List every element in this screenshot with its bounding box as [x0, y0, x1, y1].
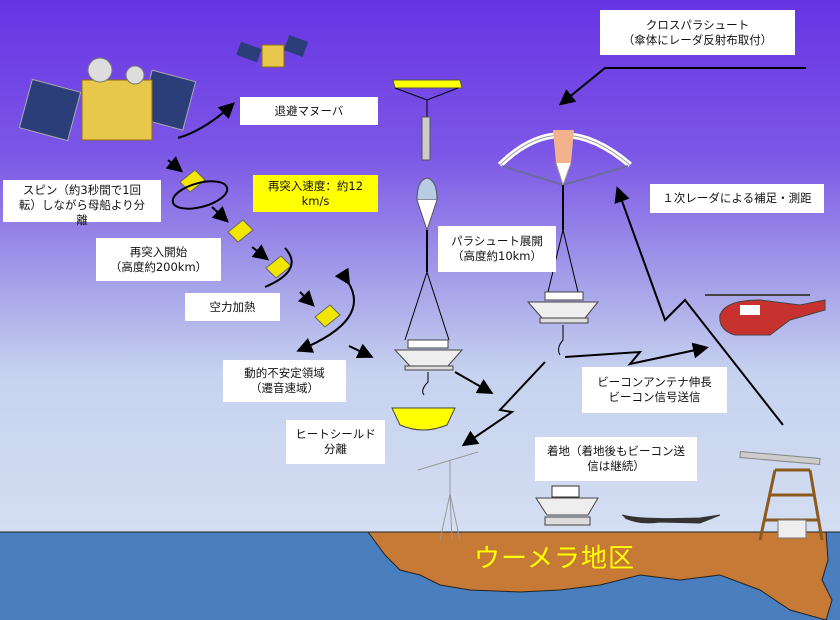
- mothership-small-icon: [236, 35, 309, 68]
- region-name: ウーメラ地区: [474, 544, 635, 574]
- label-cross-parachute: クロスパラシュート（傘体にレーダ反射布取付）: [600, 10, 795, 55]
- label-spin-separation: スピン（約3秒間で1回転）しながら母船より分離: [3, 180, 161, 227]
- cross-parachute-icon: [497, 130, 632, 356]
- label-dynamic-instability: 動的不安定領域（遷音速域）: [223, 360, 346, 402]
- label-text: ビーコン信号送信: [608, 390, 701, 404]
- label-text: （高度約10km）: [452, 249, 542, 263]
- label-text: km/s: [301, 193, 330, 208]
- label-beacon: ビーコンアンテナ伸長ビーコン信号送信: [582, 367, 727, 413]
- label-evasion-maneuver: 退避マヌーバ: [240, 97, 378, 125]
- label-text: （高度約200km）: [109, 259, 208, 274]
- radar-tower-icon: [739, 450, 824, 541]
- capsule-icon: [227, 219, 254, 243]
- label-text: １次レーダによる補足・測距: [662, 191, 812, 205]
- label-parachute-deploy: パラシュート展開（高度約10km）: [438, 226, 556, 272]
- label-text: 再突入速度：約12: [267, 178, 364, 193]
- label-text: 退避マヌーバ: [274, 103, 344, 118]
- antenna-icon: [417, 451, 479, 541]
- label-text: 空力加熱: [209, 299, 256, 314]
- label-text: ビーコンアンテナ伸長: [597, 375, 712, 389]
- label-text: 再突入開始: [129, 244, 188, 259]
- label-text: パラシュート展開: [451, 234, 543, 248]
- label-heatshield-separation: ヒートシールド分離: [286, 420, 385, 464]
- label-aero-heating: 空力加熱: [185, 293, 280, 321]
- label-text: 転）しながら母船より分: [18, 198, 146, 212]
- capsule-icon: [265, 255, 292, 279]
- label-primary-radar: １次レーダによる補足・測距: [650, 184, 824, 213]
- helicopter-icon: [705, 294, 826, 336]
- label-text: スピン（約3秒間で1回: [22, 183, 142, 197]
- heatshield-icon: [391, 407, 456, 431]
- label-text: （傘体にレーダ反射布取付）: [622, 32, 773, 47]
- label-landing: 着地（着地後もビーコン送信は継続）: [535, 437, 697, 481]
- label-text: 着地（着地後もビーコン送: [547, 444, 685, 458]
- label-reentry-start: 再突入開始（高度約200km）: [96, 238, 221, 281]
- woomera-land: [367, 531, 833, 620]
- label-text: 信は継続）: [587, 459, 645, 473]
- label-text: クロスパラシュート: [645, 17, 750, 32]
- label-text: 離: [76, 213, 88, 227]
- landed-capsule-icon: [535, 485, 721, 526]
- mothership-icon: [18, 57, 197, 142]
- capsule-icon: [314, 304, 341, 328]
- capsule-with-parachute: [393, 339, 464, 396]
- label-text: ヒートシールド: [295, 427, 376, 441]
- label-text: 動的不安定領域: [244, 366, 325, 380]
- label-text: 分離: [324, 442, 347, 456]
- drogue-parachute: [392, 79, 463, 341]
- label-text: （遷音速域）: [250, 381, 319, 395]
